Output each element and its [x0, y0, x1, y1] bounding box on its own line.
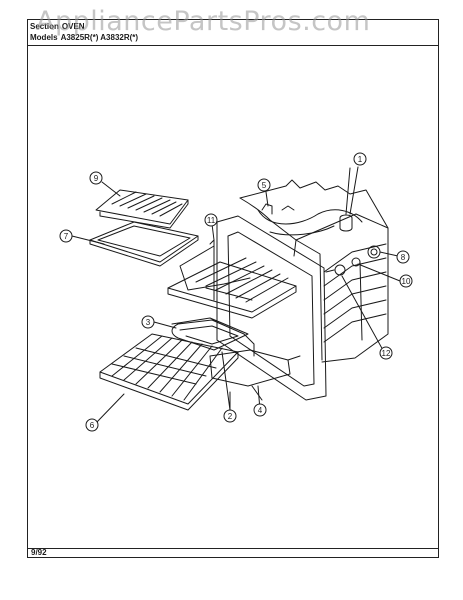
- broil-pan: [89, 221, 199, 267]
- oven-cavity-body: [239, 167, 389, 363]
- callout-label-6: 6: [90, 421, 95, 430]
- callout-3: 3: [141, 315, 155, 329]
- callout-6: 6: [85, 418, 99, 432]
- callout-label-10: 10: [402, 277, 411, 286]
- upper-broiler-insert: [167, 257, 297, 319]
- section-label: Section: [30, 22, 59, 31]
- models-label: Models: [30, 33, 58, 42]
- callout-9: 9: [89, 171, 103, 185]
- broil-pan-grid: [95, 189, 189, 229]
- callout-12: 12: [379, 346, 393, 360]
- callout-label-7: 7: [64, 232, 69, 241]
- footer-divider: [28, 548, 438, 549]
- callout-5: 5: [257, 178, 271, 192]
- callout-1: 1: [353, 152, 367, 166]
- callout-4: 4: [253, 403, 267, 417]
- oven-front-frame: [216, 215, 327, 401]
- callout-label-2: 2: [228, 412, 233, 421]
- callout-11: 11: [204, 213, 218, 227]
- section-value: OVEN: [61, 22, 85, 31]
- lower-heating-element: [209, 349, 301, 401]
- models-value: A3825R(*) A3832R(*): [60, 33, 139, 42]
- callout-label-12: 12: [382, 349, 391, 358]
- callout-7: 7: [59, 229, 73, 243]
- oven-rack: [99, 333, 239, 411]
- callout-label-9: 9: [94, 174, 99, 183]
- callout-2: 2: [223, 409, 237, 423]
- callout-8: 8: [396, 250, 410, 264]
- footer-date: 9/92: [31, 548, 47, 557]
- callout-label-1: 1: [358, 155, 363, 164]
- callout-10: 10: [399, 274, 413, 288]
- callout-label-11: 11: [207, 216, 216, 225]
- callout-label-8: 8: [401, 253, 406, 262]
- callout-label-5: 5: [262, 181, 267, 190]
- callout-label-3: 3: [146, 318, 151, 327]
- callout-label-4: 4: [258, 406, 263, 415]
- bake-element: [171, 317, 255, 411]
- header-divider: [28, 45, 438, 46]
